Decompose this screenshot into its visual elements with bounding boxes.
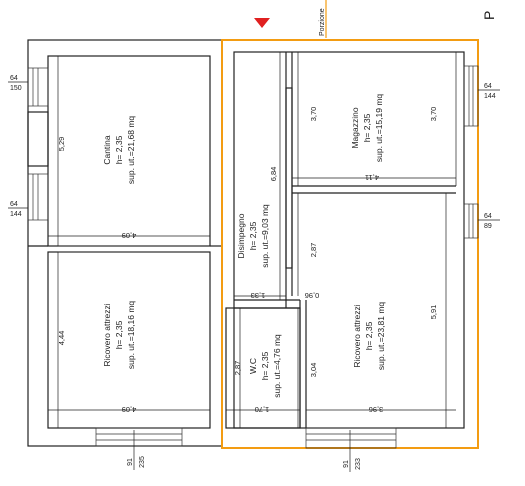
svg-text:144: 144 — [10, 211, 22, 218]
room-cantina-name: Cantina — [102, 135, 112, 165]
svg-text:233: 233 — [355, 458, 362, 470]
left-block-walls — [27, 39, 223, 447]
dim-cantina-width: 4,09 — [122, 231, 137, 240]
dim-ricovero-right-height-a: 2,87 — [309, 243, 318, 258]
dim-ricovero-left-height: 4,44 — [57, 331, 66, 346]
room-magazzino-height: h= 2,35 — [362, 113, 372, 142]
left-windows — [27, 67, 49, 221]
room-disimpegno: Disimpegno h= 2,35 sup. ut.=9,03 mq — [236, 204, 270, 268]
svg-text:235: 235 — [139, 456, 146, 468]
room-wc-height: h= 2,35 — [260, 351, 270, 380]
room-ricovero-left-area: sup. ut.=18,16 mq — [126, 301, 136, 370]
svg-text:144: 144 — [484, 93, 496, 100]
window-annotation-right-top: 64 144 — [478, 83, 500, 100]
room-ricovero-left: Ricovero attrezzi h= 2,35 sup. ut.=18,16… — [102, 301, 136, 370]
svg-text:150: 150 — [10, 85, 22, 92]
window-annotation-bottom-right: 91 233 — [343, 430, 362, 472]
dim-magazzino-height-left: 3,70 — [309, 107, 318, 122]
dim-wc-height: 2,87 — [233, 361, 242, 376]
corner-letter: P — [481, 11, 497, 20]
svg-text:64: 64 — [10, 75, 18, 82]
window-annotation-bottom-left: 91 235 — [127, 430, 146, 470]
svg-text:91: 91 — [127, 458, 134, 466]
dim-cantina-height: 5,29 — [57, 137, 66, 152]
dim-ricovero-right-height-c: 5,91 — [429, 305, 438, 320]
room-ricovero-right-name: Ricovero attrezzi — [352, 304, 362, 367]
room-disimpegno-name: Disimpegno — [236, 213, 246, 258]
dim-magazzino-height-right: 3,70 — [429, 107, 438, 122]
dim-ricovero-right-width: 3,96 — [369, 405, 384, 414]
room-magazzino-area: sup. ut.=15,19 mq — [374, 94, 384, 163]
bottom-openings — [95, 427, 397, 449]
room-wc-name: W.C — [248, 358, 258, 374]
svg-text:64: 64 — [484, 83, 492, 90]
dim-ricovero-left-width: 4,09 — [122, 405, 137, 414]
room-disimpegno-area: sup. ut.=9,03 mq — [260, 204, 270, 268]
north-marker-icon — [254, 18, 270, 28]
room-magazzino: Magazzino h= 2,35 sup. ut.=15,19 mq — [350, 94, 384, 163]
room-ricovero-left-height: h= 2,35 — [114, 320, 124, 349]
dimension-lines — [48, 52, 457, 428]
room-ricovero-left-name: Ricovero attrezzi — [102, 303, 112, 366]
room-magazzino-name: Magazzino — [350, 107, 360, 148]
room-disimpegno-height: h= 2,35 — [248, 221, 258, 250]
svg-text:89: 89 — [484, 223, 492, 230]
room-ricovero-right: Ricovero attrezzi h= 2,35 sup. ut.=23,81… — [352, 302, 386, 371]
dim-disimpegno-height: 6,84 — [269, 167, 278, 182]
svg-text:91: 91 — [343, 460, 350, 468]
porzione-label: Porzione — [319, 8, 326, 36]
right-windows — [463, 65, 479, 239]
room-ricovero-right-height: h= 2,35 — [364, 321, 374, 350]
window-annotation-right-mid: 64 89 — [478, 213, 500, 230]
dim-wc-width: 1,70 — [255, 405, 270, 414]
window-annotation-left-top: 64 150 — [8, 75, 28, 92]
room-cantina: Cantina h= 2,35 sup. ut.=21,68 mq — [102, 116, 136, 185]
room-cantina-area: sup. ut.=21,68 mq — [126, 116, 136, 185]
room-wc-area: sup. ut.=4,76 mq — [272, 334, 282, 398]
svg-text:64: 64 — [10, 201, 18, 208]
room-cantina-height: h= 2,35 — [114, 135, 124, 164]
room-ricovero-right-area: sup. ut.=23,81 mq — [376, 302, 386, 371]
room-wc: W.C h= 2,35 sup. ut.=4,76 mq — [248, 334, 282, 398]
dim-magazzino-width: 4,11 — [365, 173, 379, 182]
dim-ricovero-right-height-b: 3,04 — [309, 363, 318, 378]
dim-corridor-width: 1,33 — [251, 291, 266, 300]
svg-text:64: 64 — [484, 213, 492, 220]
right-block-walls — [225, 51, 465, 429]
dim-door-width: 0,96 — [305, 291, 320, 300]
window-annotation-left-mid: 64 144 — [8, 201, 28, 218]
